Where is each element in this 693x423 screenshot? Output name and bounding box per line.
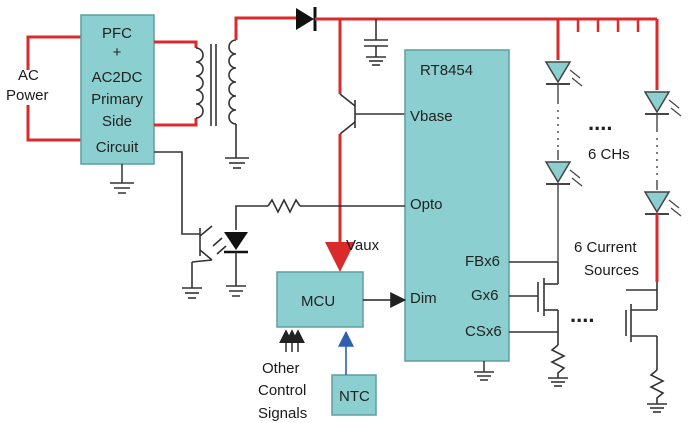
pin-dim: Dim	[410, 290, 437, 307]
pin-fbx6: FBx6	[465, 253, 500, 270]
other-label-1: Other	[262, 360, 300, 377]
other-control-arrows	[279, 329, 305, 352]
opto-led	[224, 232, 248, 297]
pfc-line-2: +	[113, 44, 122, 61]
output-capacitor	[364, 19, 388, 66]
output-diode	[296, 7, 317, 31]
channels-label: 6 CHs	[588, 146, 630, 163]
ntc-block	[331, 374, 377, 416]
secondary-to-diode-wire	[234, 16, 296, 40]
pin-gx6: Gx6	[471, 287, 499, 304]
rail-ticks	[576, 19, 640, 32]
other-label-3: Signals	[258, 405, 307, 422]
primary-wires	[154, 40, 198, 127]
leds-dots: ....	[588, 110, 612, 135]
other-label-2: Control	[258, 382, 306, 399]
current-source-mosfet-6	[625, 282, 667, 413]
pfc-line-6: Circuit	[96, 139, 139, 156]
current-source-mosfet-1	[509, 261, 568, 387]
vaux-label: Vaux	[346, 237, 380, 254]
ac-power-label-1: AC	[18, 67, 39, 84]
ac-power-wires	[26, 35, 81, 142]
current-sources-label-2: Sources	[584, 262, 639, 279]
vbase-transistor	[339, 93, 405, 135]
ntc-label: NTC	[339, 388, 370, 405]
pfc-block	[80, 14, 155, 165]
led-channel-1	[544, 19, 583, 262]
pfc-line-4: Primary	[91, 91, 143, 108]
pin-opto: Opto	[410, 196, 443, 213]
transformer	[195, 39, 249, 169]
opto-phototransistor	[182, 225, 227, 299]
pfc-ground	[110, 164, 134, 194]
ac-power-label-2: Power	[6, 87, 49, 104]
fets-dots: ....	[570, 302, 594, 327]
pfc-line-5: Side	[102, 113, 132, 130]
pfc-line-3: AC2DC	[92, 69, 143, 86]
pfc-line-1: PFC	[102, 25, 132, 42]
pin-vbase: Vbase	[410, 108, 453, 125]
pin-csx6: CSx6	[465, 323, 502, 340]
rt8454-ground	[474, 361, 494, 381]
mcu-label: MCU	[301, 293, 335, 310]
led-channel-6	[643, 19, 682, 282]
opto-feedback-wire	[154, 151, 405, 235]
current-sources-label-1: 6 Current	[574, 239, 637, 256]
rt8454-title: RT8454	[420, 62, 473, 79]
